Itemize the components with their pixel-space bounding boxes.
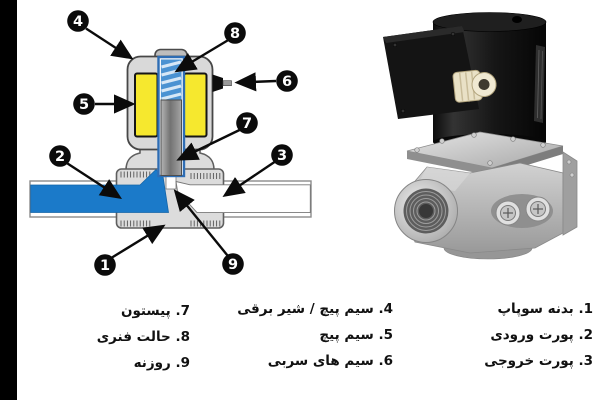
right-flange (562, 151, 578, 236)
legend-item-4: 4. سیم پیچ / شیر برقی (237, 301, 393, 317)
callout-5: 5 (73, 93, 95, 115)
plunger (160, 99, 182, 176)
arrow-7 (176, 128, 241, 161)
thread-hatching (120, 171, 221, 227)
svg-text:7: 7 (242, 116, 252, 132)
legend-item-1: 1. بدنه سوپاپ (497, 301, 593, 317)
arrow-6 (234, 72, 277, 92)
svg-text:5: 5 (79, 97, 89, 113)
threaded-port (394, 179, 458, 243)
callout-2: 2 (49, 145, 71, 167)
callout-7: 7 (236, 112, 258, 134)
plate-bolts (414, 132, 546, 166)
callout-8: 8 (224, 22, 246, 44)
legend-item-5: 5. سیم پیچ (319, 327, 393, 343)
callout-arrows (66, 27, 277, 259)
spring (161, 59, 182, 101)
callout-3: 3 (271, 144, 293, 166)
arrow-3 (222, 161, 276, 198)
callout-6: 6 (276, 70, 298, 92)
lead-wire-connector (212, 74, 232, 92)
svg-text:1: 1 (100, 258, 110, 274)
callouts: 4 8 6 5 7 2 3 1 9 (49, 10, 298, 276)
legend-item-3: 3. پورت خروجی (484, 353, 593, 369)
callout-9: 9 (222, 253, 244, 275)
arrow-2 (66, 162, 123, 199)
outlet-channel (175, 180, 311, 214)
valve-photo (383, 12, 578, 260)
coil-left (134, 72, 159, 138)
arrow-1 (111, 224, 166, 259)
arrow-4 (85, 27, 134, 60)
coil-label-sticker (534, 45, 545, 123)
arrow-8 (174, 39, 229, 73)
svg-text:8: 8 (230, 26, 240, 42)
valve-cross-section-diagram: 4 8 6 5 7 2 3 1 9 (29, 10, 312, 276)
callout-4: 4 (67, 10, 89, 32)
svg-text:4: 4 (73, 14, 83, 30)
svg-text:9: 9 (228, 257, 238, 273)
svg-text:2: 2 (55, 149, 65, 165)
coil-vent-dot (512, 16, 522, 23)
svg-text:3: 3 (277, 148, 287, 164)
photo-cable-gland (452, 69, 497, 103)
adjustment-screws (491, 194, 553, 228)
coil-right (183, 72, 208, 138)
legend-column-piston: 7. پیستون 8. حالت فنری 9. روزنه (97, 304, 190, 382)
left-black-bar (0, 0, 17, 400)
legend-item-6: 6. سیم های سربی (267, 353, 393, 369)
legend-item-8: 8. حالت فنری (96, 329, 190, 345)
legend-item-7: 7. پیستون (120, 303, 190, 319)
legend-item-2: 2. پورت ورودی (490, 327, 593, 343)
photo-valve-body (394, 131, 578, 260)
legend-item-9: 9. روزنه (133, 355, 190, 371)
callout-1: 1 (94, 254, 116, 276)
legend-column-ports: 1. بدنه سوپاپ 2. پورت ورودی 3. پورت خروج… (484, 302, 593, 380)
legend-column-coil: 4. سیم پیچ / شیر برقی 5. سیم پیچ 6. سیم … (237, 302, 393, 380)
svg-text:6: 6 (282, 74, 292, 90)
arrow-9 (173, 189, 229, 257)
